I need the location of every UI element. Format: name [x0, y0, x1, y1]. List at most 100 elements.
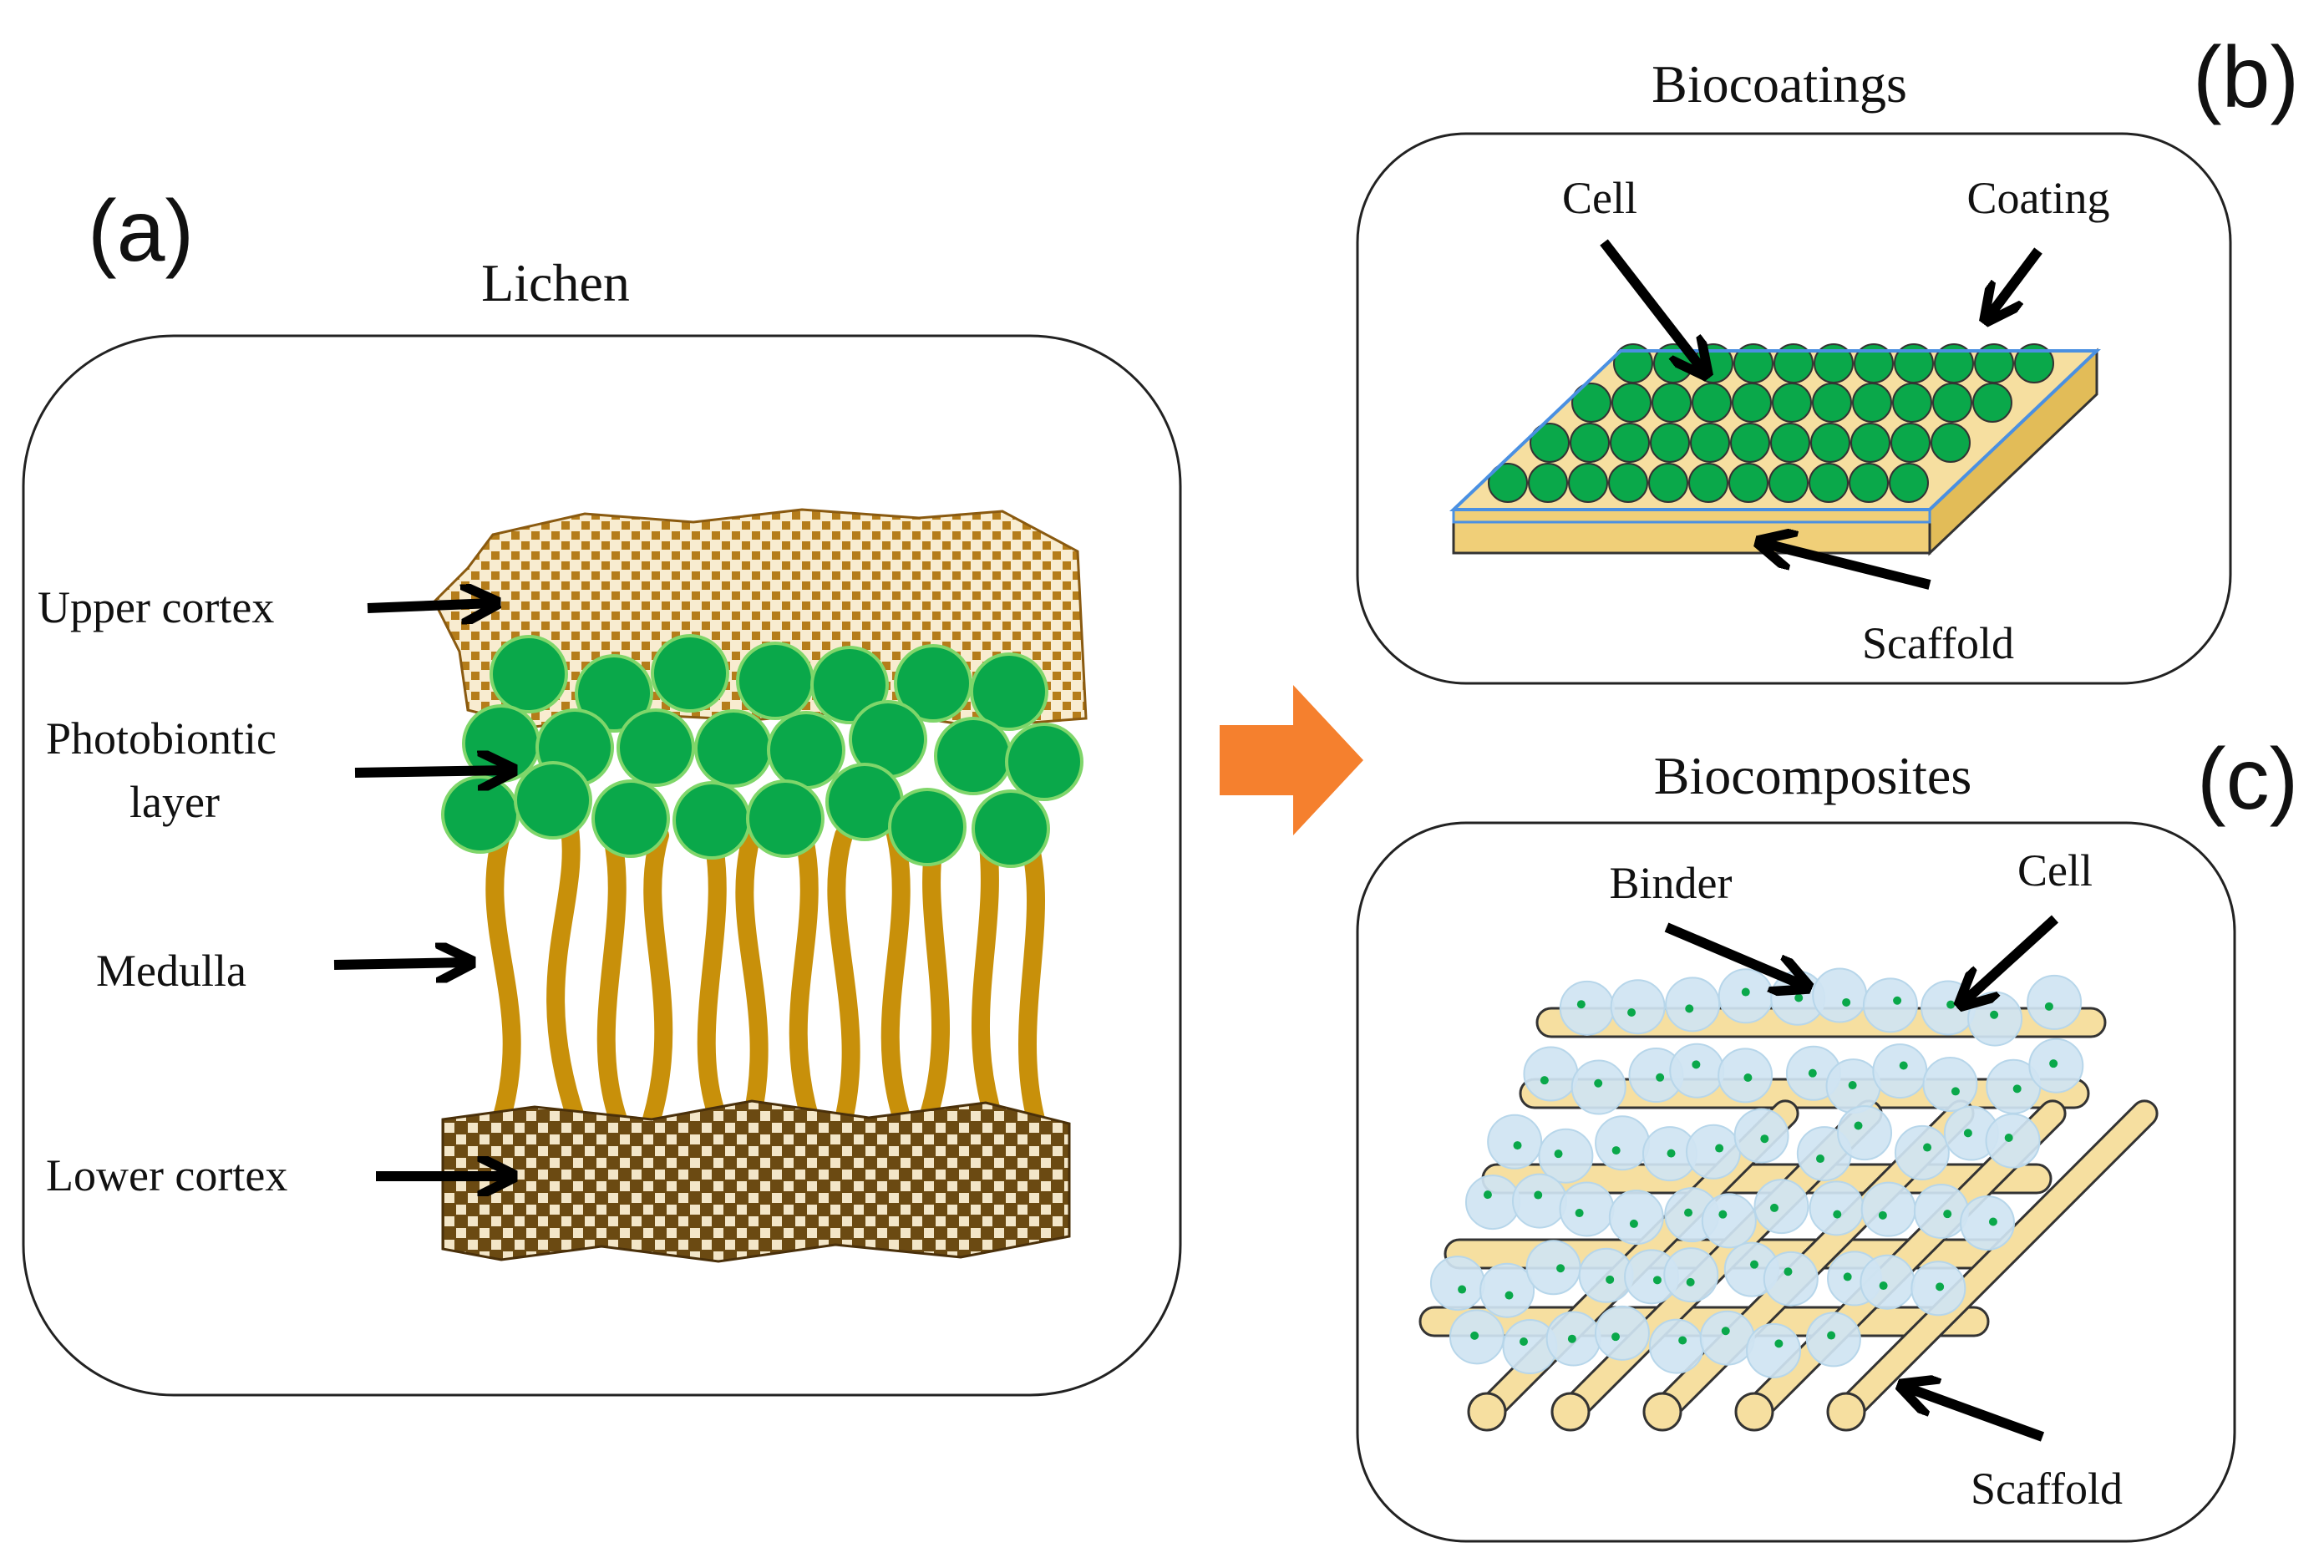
- binder-blob: [1523, 1046, 1579, 1102]
- binder-blob: [1559, 980, 1615, 1036]
- embedded-cell: [1770, 1203, 1779, 1212]
- binder-blob: [1860, 1254, 1916, 1310]
- embedded-cell: [1627, 1008, 1636, 1017]
- panel-b-title: Biocoatings: [1652, 54, 1907, 114]
- binder-blob: [1753, 1179, 1809, 1235]
- embedded-cell: [1951, 1087, 1960, 1096]
- scaffold-rod-ends: [1467, 1392, 1866, 1432]
- embedded-cell: [1741, 987, 1750, 997]
- binder-blob: [1648, 1318, 1704, 1374]
- embedded-cell: [1899, 1061, 1908, 1070]
- arrow-photobiontic: [354, 770, 510, 773]
- embedded-cell: [1513, 1141, 1522, 1150]
- binder-blob: [1665, 977, 1721, 1033]
- embedded-cell: [1743, 1073, 1753, 1083]
- binder-blob: [1733, 1108, 1789, 1164]
- binder-blob: [1701, 1193, 1757, 1249]
- embedded-cell: [1540, 1076, 1549, 1085]
- photobiont-cells: [441, 634, 1083, 868]
- binder-blob: [2027, 974, 2083, 1030]
- embedded-cell: [1576, 1000, 1586, 1009]
- binder-blob: [1860, 1181, 1916, 1237]
- embedded-cell: [1936, 1282, 1945, 1291]
- binder-blob: [1595, 1115, 1651, 1171]
- embedded-cell: [1715, 1144, 1724, 1153]
- label-c-cell: Cell: [2017, 845, 2093, 896]
- embedded-cell: [1718, 1210, 1728, 1219]
- binder-blob: [1538, 1128, 1594, 1184]
- embedded-cell: [1611, 1332, 1621, 1342]
- label-b-scaffold: Scaffold: [1862, 618, 2014, 668]
- panel-c-letter: (c): [2197, 731, 2298, 828]
- embedded-cell: [1686, 1277, 1695, 1286]
- binder-blob: [1960, 1195, 2016, 1251]
- binder-blob: [1913, 1183, 1969, 1239]
- embedded-cell: [1879, 1281, 1888, 1291]
- binder-blob: [1805, 1312, 1861, 1368]
- embedded-cell: [1556, 1264, 1565, 1273]
- embedded-cell: [1575, 1209, 1584, 1218]
- arrow-upper-cortex: [367, 603, 493, 608]
- binder-blob: [1812, 967, 1868, 1023]
- embedded-cell: [1833, 1210, 1842, 1219]
- embedded-cell: [1567, 1334, 1576, 1343]
- binder-blob: [1487, 1114, 1543, 1170]
- embedded-cell: [1458, 1285, 1467, 1294]
- embedded-cell: [1946, 1000, 1956, 1009]
- binder-blob: [1525, 1240, 1581, 1296]
- binder-blob: [1464, 1175, 1520, 1231]
- embedded-cell: [1794, 993, 1804, 1002]
- binder-blob: [1763, 1251, 1819, 1307]
- binder-blob: [1837, 1105, 1893, 1161]
- arrow-c-cell: [1963, 915, 2059, 1002]
- panel-a-letter: (a): [88, 183, 194, 280]
- arrow-c-binder: [1664, 922, 1804, 986]
- panel-a-title: Lichen: [481, 253, 630, 312]
- binder-blob: [1894, 1124, 1950, 1180]
- embedded-cell: [1827, 1331, 1836, 1340]
- embedded-cell: [1943, 1210, 1952, 1219]
- embedded-cell: [1652, 1276, 1662, 1285]
- embedded-cell: [2044, 1002, 2053, 1011]
- binder-blob: [1594, 1305, 1650, 1361]
- embedded-cell: [1656, 1073, 1665, 1082]
- arrow-b-cell: [1600, 239, 1704, 372]
- binder-blob: [1746, 1322, 1802, 1378]
- binder-blob: [1985, 1113, 2041, 1169]
- binder-blob: [1608, 1190, 1664, 1246]
- binder-blob: [1663, 1247, 1719, 1303]
- label-photobiontic-line2: layer: [129, 777, 220, 827]
- binder-blob: [1699, 1310, 1755, 1366]
- transition-arrow: [1220, 685, 1363, 835]
- arrow-c-scaffold: [1905, 1387, 2045, 1442]
- embedded-cell: [1893, 996, 1902, 1005]
- embedded-cell: [1923, 1143, 1932, 1152]
- embedded-cell: [1470, 1331, 1479, 1340]
- embedded-cell: [1684, 1208, 1693, 1217]
- arrow-b-coating: [1988, 247, 2042, 317]
- embedded-cell: [1808, 1068, 1817, 1078]
- embedded-cell: [1667, 1149, 1676, 1158]
- label-b-cell: Cell: [1562, 173, 1637, 223]
- embedded-cell: [1843, 1272, 1852, 1281]
- panel-b-letter: (b): [2193, 29, 2299, 126]
- label-lower-cortex: Lower cortex: [46, 1150, 287, 1200]
- arrow-b-scaffold: [1763, 543, 1931, 590]
- panel-c-title: Biocomposites: [1654, 746, 1971, 805]
- medulla-hyphae: [485, 809, 1045, 1129]
- binder-blobs: [1429, 967, 2084, 1378]
- embedded-cell: [2012, 1084, 2022, 1094]
- binder-blob: [1921, 980, 1976, 1036]
- binder-blob: [1809, 1180, 1865, 1236]
- binder-blob: [1922, 1056, 1978, 1112]
- embedded-cell: [1519, 1337, 1528, 1346]
- embedded-cell: [1749, 1260, 1758, 1269]
- embedded-cell: [1554, 1149, 1563, 1159]
- label-upper-cortex: Upper cortex: [38, 582, 274, 632]
- embedded-cell: [1990, 1010, 1999, 1019]
- binder-blob: [1872, 1043, 1928, 1099]
- label-c-scaffold: Scaffold: [1971, 1464, 2123, 1514]
- embedded-cell: [1842, 997, 1851, 1007]
- embedded-cell: [1963, 1129, 1972, 1138]
